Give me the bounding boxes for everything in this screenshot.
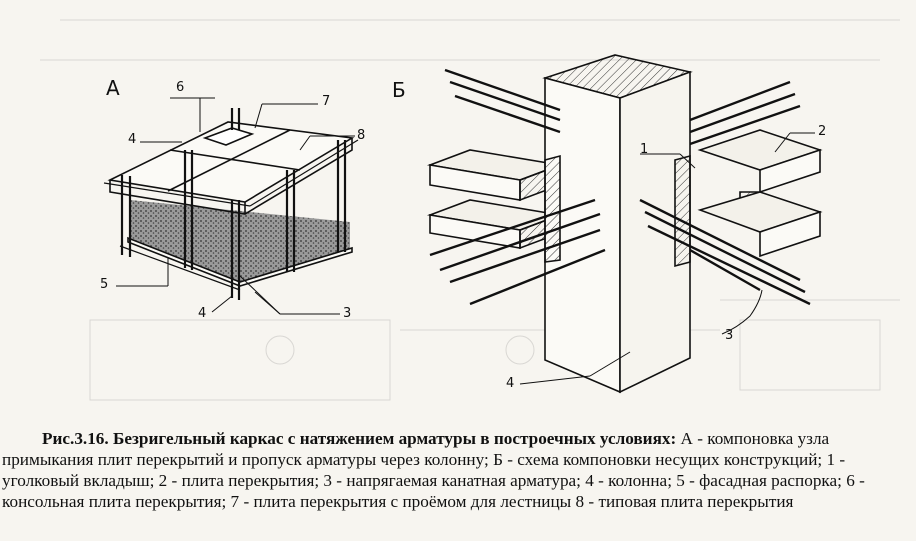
caption-title: Рис.3.16. Безригельный каркас с натяжени… (42, 429, 677, 448)
label-a-8: 8 (357, 128, 366, 143)
label-a-7: 7 (322, 94, 331, 109)
panel-b-drawing (426, 54, 823, 394)
label-b-3: 3 (725, 328, 734, 343)
construction-drawing (103, 54, 823, 394)
label-a-4-top: 4 (128, 132, 137, 147)
label-a-4-bottom: 4 (198, 306, 207, 321)
panel-a-drawing (103, 97, 359, 315)
panel-b-letter: Б (392, 78, 406, 102)
label-b-1: 1 (640, 142, 649, 157)
panel-a-letter: А (106, 76, 120, 100)
caption-text: А - компоновка узла примыкания плит пере… (2, 429, 865, 511)
label-a-3: 3 (343, 306, 352, 321)
label-b-4: 4 (506, 376, 515, 391)
label-b-2: 2 (818, 124, 827, 139)
label-a-5: 5 (100, 277, 109, 292)
figure-caption: Рис.3.16. Безригельный каркас с натяжени… (2, 428, 912, 512)
label-a-6: 6 (176, 80, 185, 95)
